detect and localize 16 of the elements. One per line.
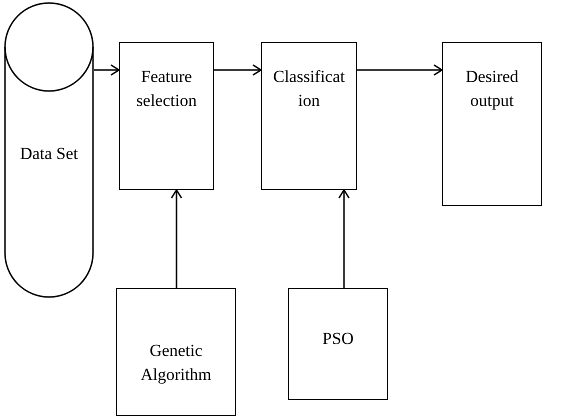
arrow (214, 64, 262, 76)
process-box (119, 42, 214, 190)
process-box (442, 42, 542, 206)
node-label: Classificat ion (272, 66, 346, 112)
node-label: Data Set (18, 143, 80, 165)
process-box (116, 288, 236, 416)
arrow (170, 189, 182, 288)
process-box (288, 288, 388, 400)
process-box (261, 42, 357, 190)
arrow (338, 189, 350, 288)
node-label: PSO (321, 328, 355, 350)
node-label: Feature selection (135, 66, 198, 112)
node-label: Genetic Algorithm (140, 340, 212, 386)
node-label: Desired output (464, 66, 520, 112)
arrow (94, 64, 120, 76)
arrow (357, 64, 443, 76)
